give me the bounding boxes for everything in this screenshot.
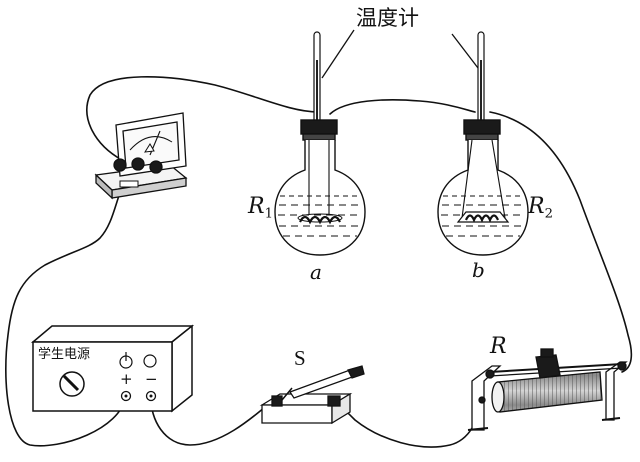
wire-supply-plus-to-ammeter <box>5 186 127 447</box>
sliding-rheostat <box>467 348 628 431</box>
resistor-r2-subscript: 2 <box>544 206 553 222</box>
flask-b <box>437 119 529 256</box>
wire-flask-b-to-rheostat <box>489 111 633 373</box>
wire-ammeter-to-flask-a <box>86 76 319 161</box>
wires <box>5 76 633 448</box>
flask-a <box>274 119 366 256</box>
thermometer-pointers <box>321 29 479 79</box>
rheostat-label: R <box>490 334 507 359</box>
thermometer-label: 温度计 <box>356 6 419 30</box>
wire-switch-to-supply-minus <box>150 395 272 446</box>
power-supply <box>30 324 195 413</box>
power-supply-label: 学生电源 <box>38 347 91 362</box>
switch-label: S <box>294 346 306 370</box>
resistor-r1-subscript: 1 <box>264 206 273 222</box>
resistor-r2-letter: R <box>528 194 545 219</box>
knife-switch <box>259 365 365 425</box>
ammeter <box>94 112 188 200</box>
wire-rheostat-to-switch <box>335 399 483 448</box>
ammeter-terminal-2 <box>131 157 145 171</box>
flask-b-label: b <box>472 258 485 282</box>
wire-flask-a-to-flask-b <box>329 99 476 115</box>
supply-minus-label: − <box>145 370 158 388</box>
supply-plus-label: + <box>120 370 133 388</box>
resistor-r1-letter: R <box>248 194 265 219</box>
ammeter-terminal-3 <box>149 160 163 174</box>
flask-a-label: a <box>310 260 322 284</box>
resistor-r1-label: R1 <box>248 196 273 221</box>
resistor-r2-label: R2 <box>528 196 553 221</box>
ammeter-terminal-1 <box>113 158 127 172</box>
supply-indicator <box>143 354 157 368</box>
